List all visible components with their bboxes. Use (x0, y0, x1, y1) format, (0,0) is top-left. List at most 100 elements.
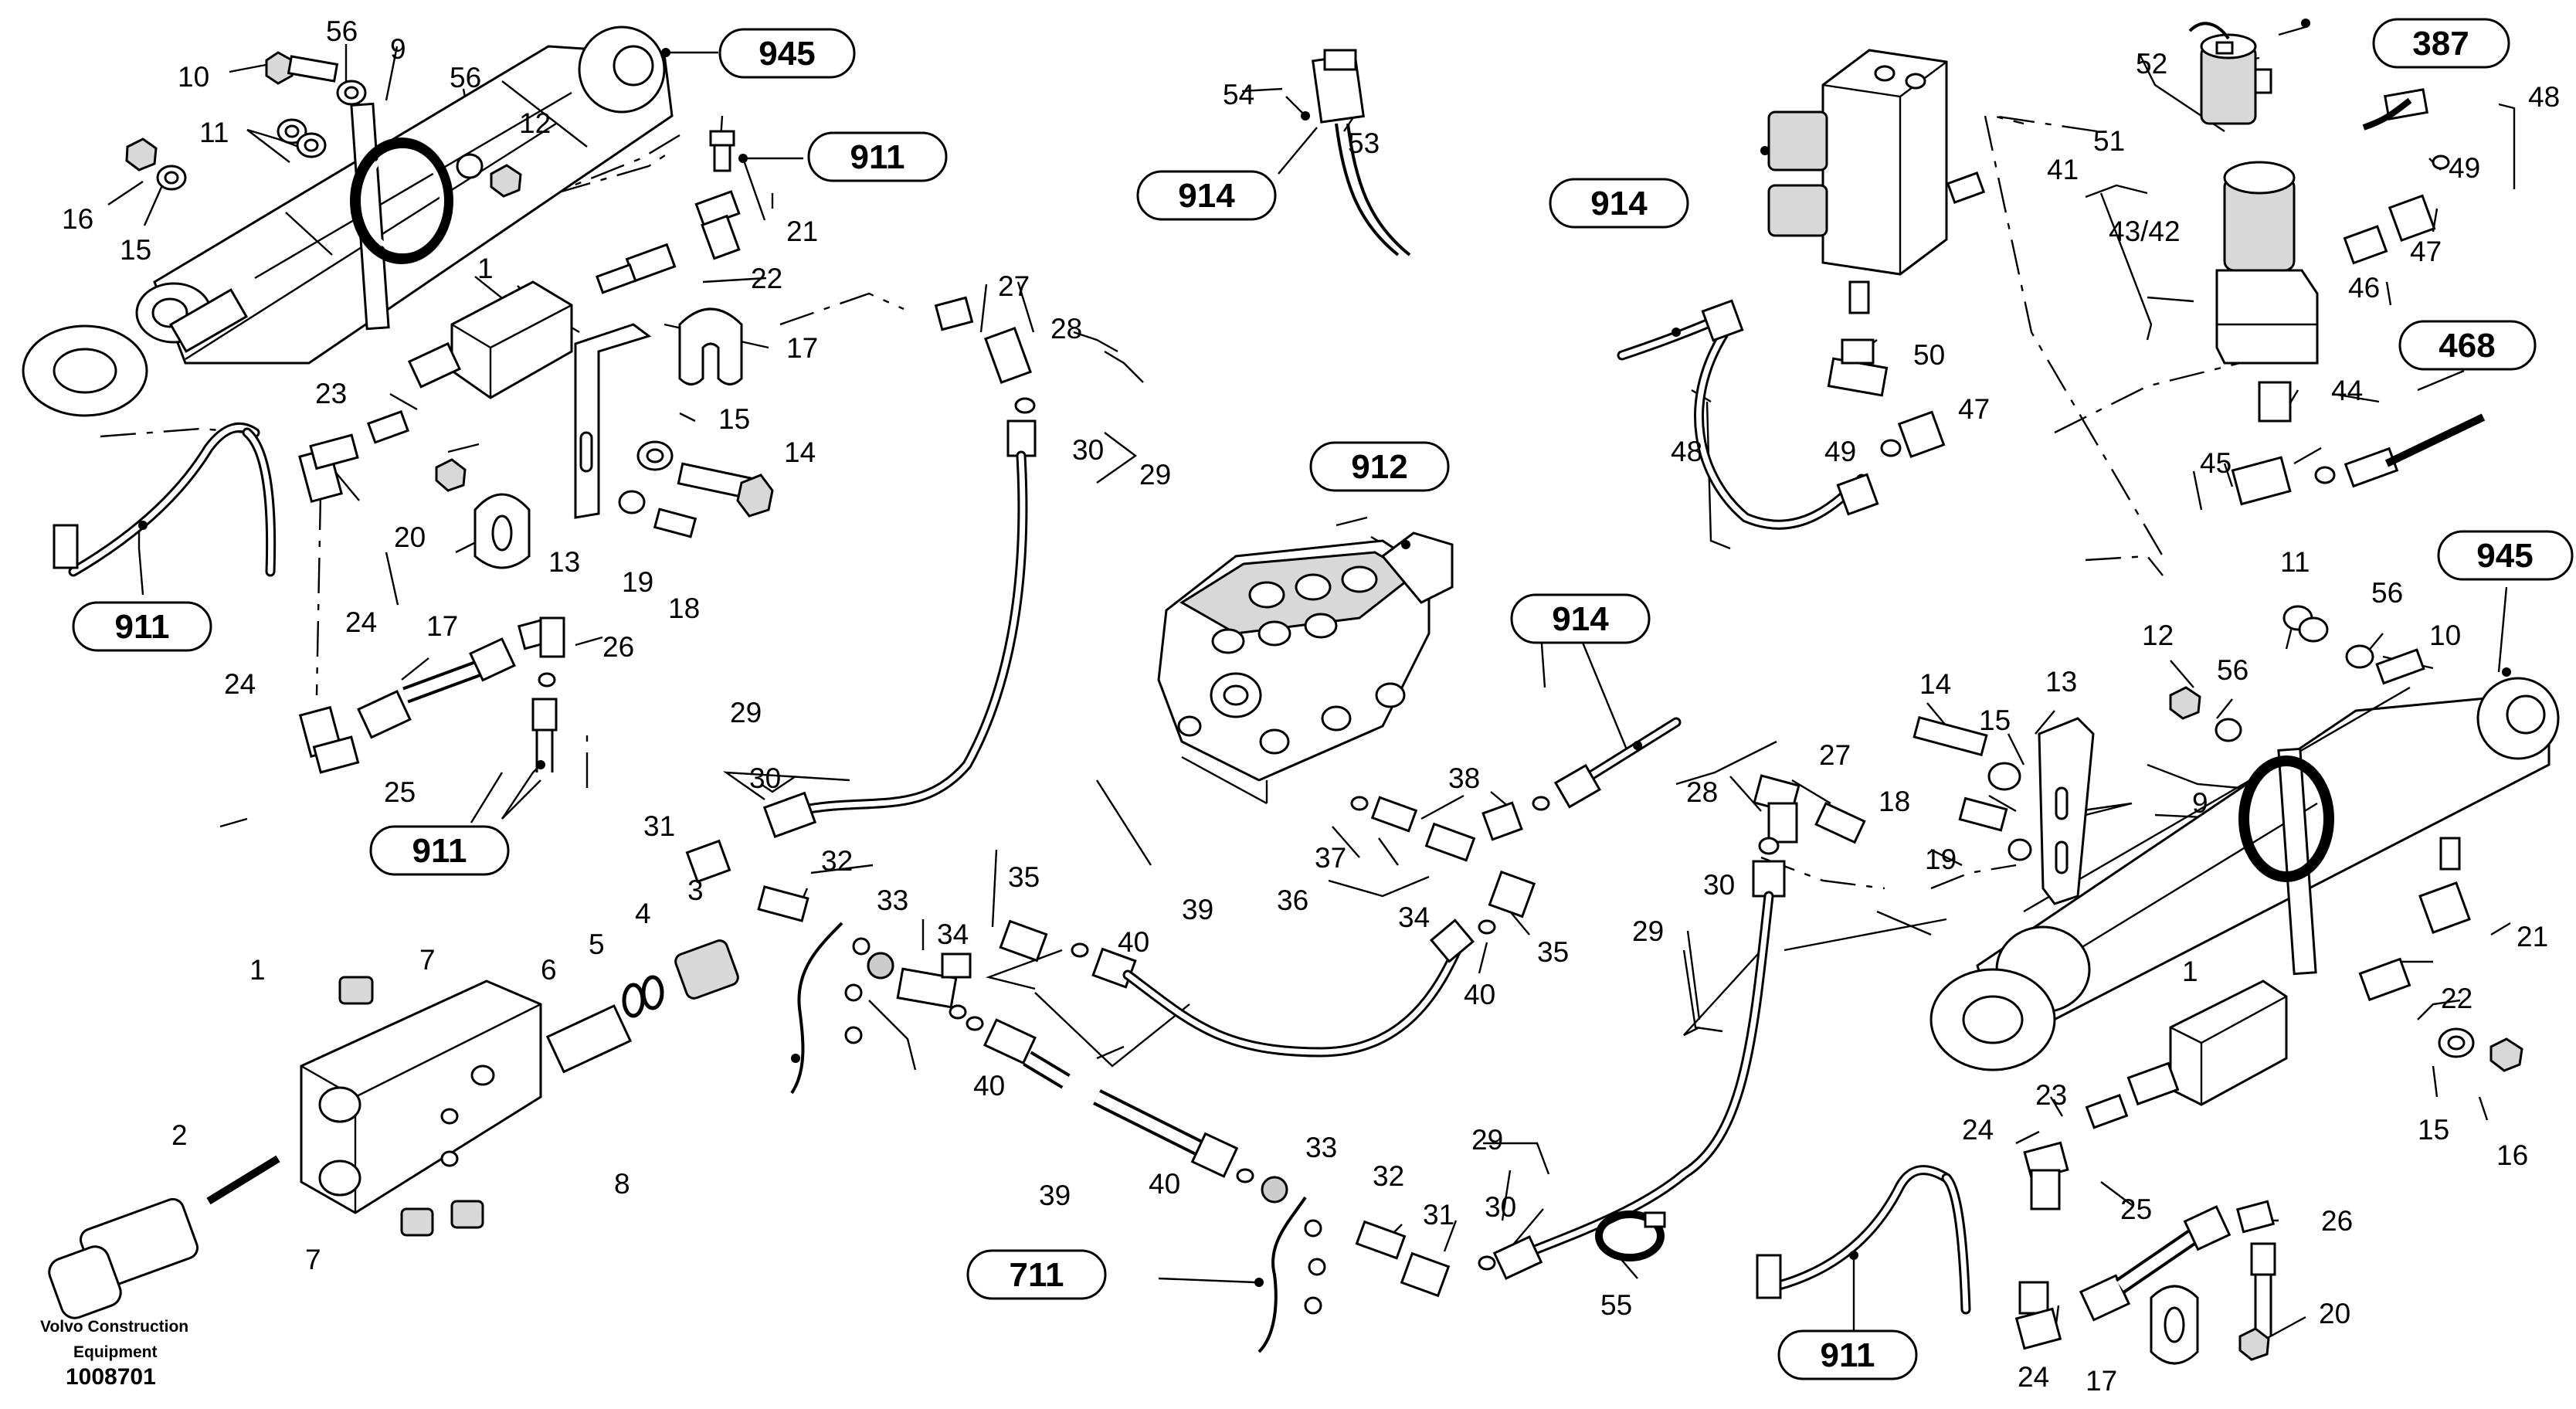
ref-badge-711: 711 (966, 1249, 1107, 1300)
callout-number: 15 (2418, 1114, 2449, 1146)
svg-text:911: 911 (412, 832, 467, 870)
callout-number: 11 (199, 117, 229, 148)
callout-number: 34 (1398, 901, 1430, 933)
svg-text:387: 387 (2412, 25, 2469, 63)
callout-number: 27 (998, 270, 1030, 302)
callout-number: 19 (622, 566, 653, 598)
callout-number: 16 (2496, 1139, 2528, 1171)
callout-number: 43/42 (2109, 216, 2181, 247)
callout-number: 3 (687, 874, 704, 906)
ref-badge-914-mid: 914 (1510, 593, 1651, 644)
ref-badge-911-left: 911 (72, 601, 212, 652)
callout-number: 30 (1072, 434, 1104, 466)
svg-text:468: 468 (2439, 327, 2495, 365)
callout-number: 7 (419, 944, 436, 976)
company-name-line2: Equipment (73, 1343, 158, 1361)
callout-number: 32 (821, 845, 853, 877)
callout-number: 18 (1879, 786, 1910, 817)
ref-badge-911-bottom: 911 (1777, 1329, 1918, 1380)
svg-text:914: 914 (1590, 185, 1648, 222)
callout-number: 20 (394, 521, 426, 553)
svg-text:911: 911 (115, 608, 170, 646)
callout-number: 38 (1448, 762, 1480, 794)
callout-number: 56 (326, 15, 358, 47)
callout-number: 32 (1373, 1160, 1404, 1192)
ref-badge-945-right: 945 (2437, 530, 2574, 581)
callout-number: 41 (2047, 154, 2079, 185)
electrical-connector-53 (1311, 49, 1411, 256)
callout-number: 50 (1913, 339, 1945, 371)
callout-number: 40 (1118, 926, 1149, 958)
callout-number: 48 (1671, 436, 1702, 467)
callout-number: 18 (668, 592, 700, 624)
callout-number: 17 (786, 332, 818, 364)
callout-number: 30 (1703, 869, 1735, 901)
callout-number: 37 (1315, 842, 1346, 874)
callout-number: 46 (2348, 272, 2380, 304)
hose-29-left (762, 296, 1037, 838)
callout-number: 17 (2086, 1365, 2117, 1397)
callout-number: 15 (718, 403, 750, 435)
callout-number: 28 (1050, 313, 1082, 345)
callout-number: 2 (171, 1119, 188, 1151)
svg-text:914: 914 (1178, 177, 1235, 215)
callout-number: 31 (643, 810, 675, 842)
callout-number: 25 (384, 776, 416, 808)
callout-number: 56 (2217, 654, 2248, 686)
callout-number: 29 (1139, 459, 1171, 491)
callout-number: 24 (2018, 1361, 2049, 1393)
callout-number: 45 (2200, 447, 2232, 479)
callout-number: 15 (120, 234, 151, 266)
footer-credit: Volvo Construction Equipment 1008701 (40, 1318, 188, 1390)
callout-number: 49 (1824, 436, 1856, 467)
reference-badges: 945 911 911 911 914 912 914 914 (72, 18, 2574, 1380)
callout-number: 12 (519, 107, 551, 139)
ref-badge-914-top: 914 (1136, 170, 1277, 221)
callout-number: 39 (1182, 894, 1213, 925)
ref-badge-912: 912 (1309, 441, 1450, 492)
callout-number: 22 (751, 263, 782, 294)
callout-number: 52 (2136, 48, 2167, 80)
callout-number: 40 (973, 1070, 1005, 1102)
svg-text:911: 911 (850, 138, 905, 176)
ref-badge-387: 387 (2372, 18, 2510, 69)
document-number: 1008701 (66, 1364, 156, 1390)
callout-number: 15 (1979, 704, 2011, 736)
callout-number: 51 (2093, 125, 2125, 157)
svg-text:945: 945 (759, 35, 815, 73)
callout-number: 31 (1423, 1199, 1454, 1231)
right-hydraulic-cylinder (1492, 605, 2560, 1365)
callout-number: 26 (602, 631, 634, 663)
callout-number: 40 (1464, 979, 1495, 1010)
callout-number: 5 (589, 929, 605, 960)
svg-text:914: 914 (1552, 600, 1609, 638)
svg-text:945: 945 (2476, 537, 2533, 575)
callout-number: 13 (548, 546, 580, 578)
callout-number: 22 (2441, 983, 2472, 1014)
ref-badge-911-top: 911 (807, 131, 948, 182)
callout-number: 44 (2331, 375, 2363, 406)
callout-number: 47 (2410, 236, 2442, 267)
lower-hoses-and-fittings (685, 717, 1682, 1353)
callout-number: 9 (2192, 787, 2208, 819)
callout-number: 34 (937, 918, 969, 950)
control-valve-912 (1157, 531, 1454, 805)
callout-number: 13 (2045, 666, 2077, 698)
callout-number: 9 (390, 33, 406, 65)
callout-number: 29 (730, 697, 762, 728)
callout-number: 36 (1277, 884, 1308, 916)
callout-number: 24 (1962, 1114, 1994, 1146)
callout-number: 48 (2528, 81, 2560, 113)
callout-number: 26 (2321, 1205, 2353, 1237)
callout-number: 17 (426, 610, 458, 642)
callout-number: 19 (1925, 844, 1957, 875)
callout-number: 20 (2319, 1298, 2350, 1329)
company-name-line1: Volvo Construction (40, 1318, 188, 1336)
callout-number: 21 (2517, 921, 2548, 952)
callout-number: 47 (1958, 393, 1990, 425)
svg-text:911: 911 (1821, 1336, 1875, 1374)
callout-number: 27 (1819, 739, 1851, 771)
left-small-fittings (53, 51, 774, 774)
callout-number: 30 (1485, 1191, 1516, 1223)
ref-badge-911-mid: 911 (369, 825, 510, 876)
